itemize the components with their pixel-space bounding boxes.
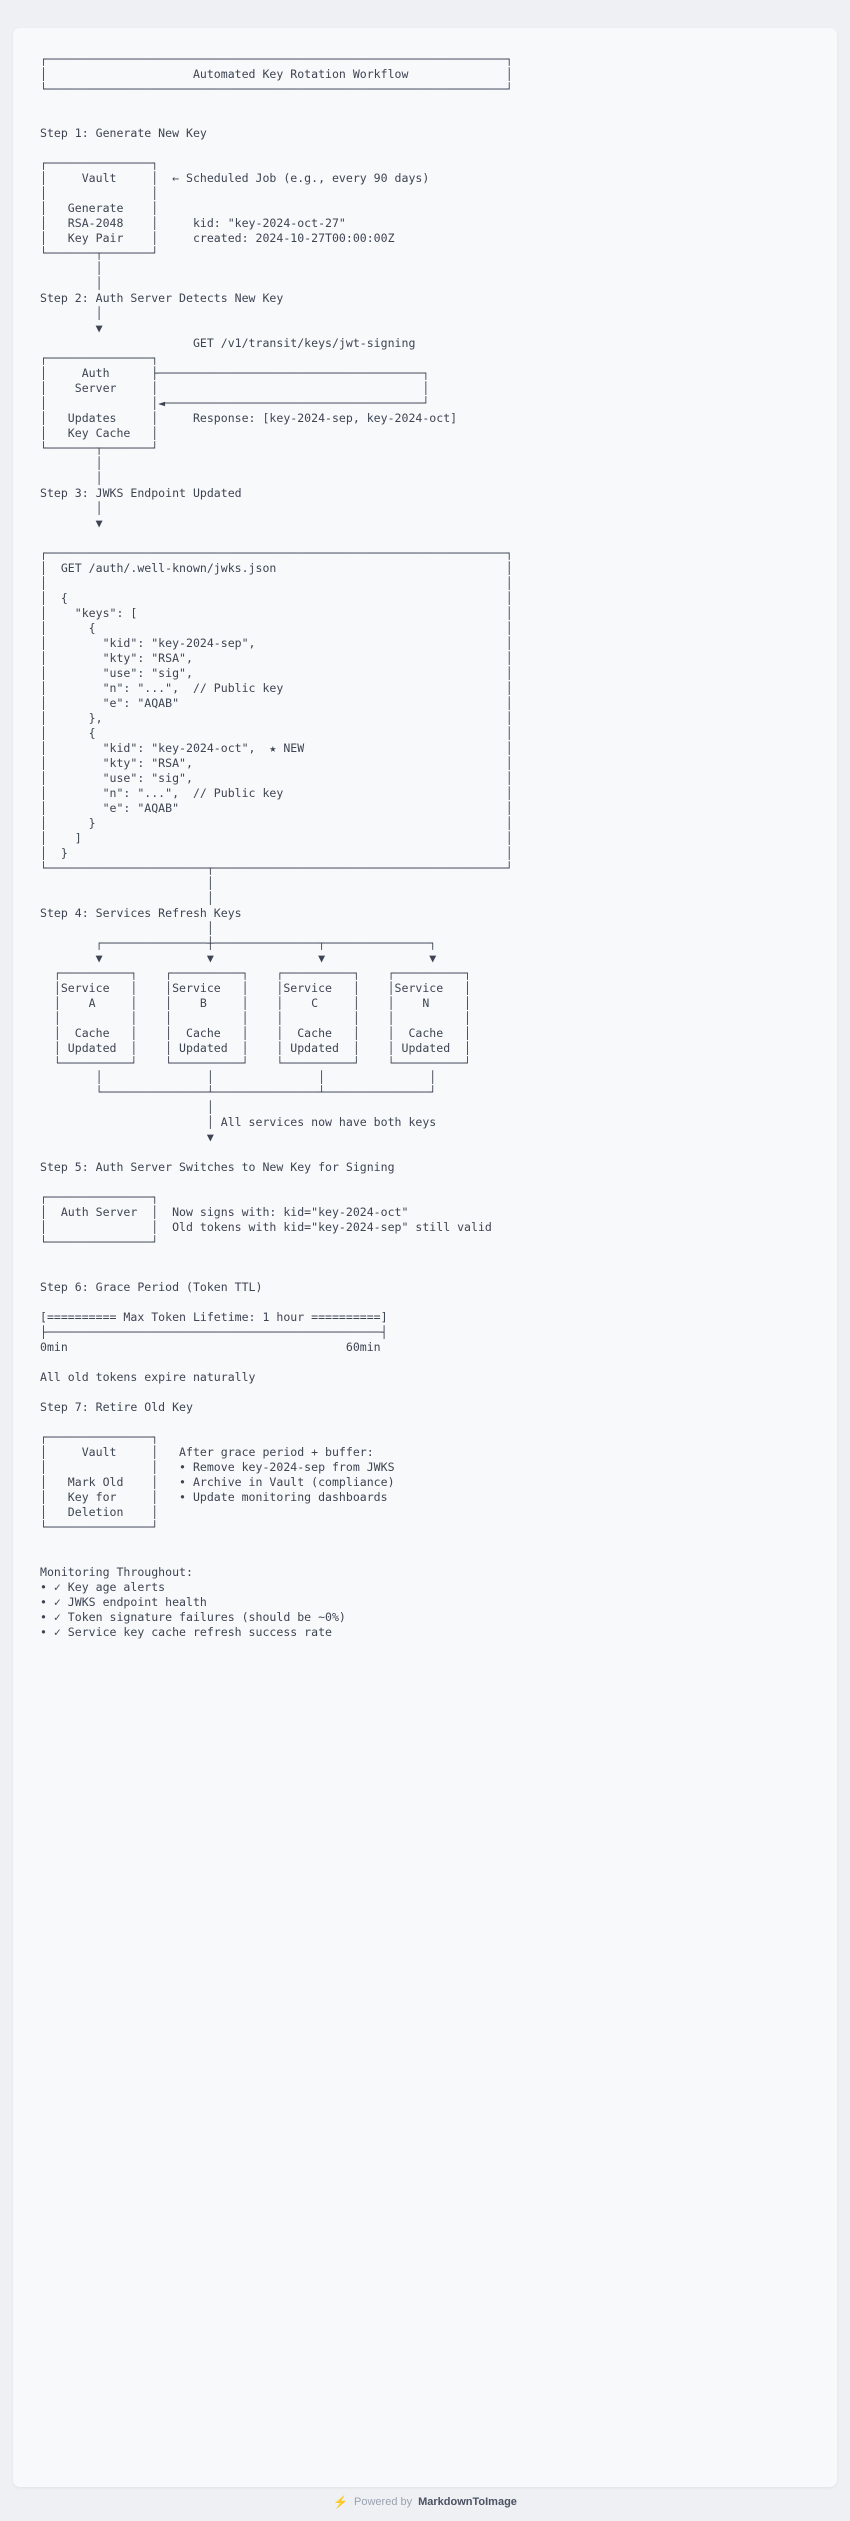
lightning-bolt-icon: ⚡ (333, 2495, 349, 2509)
footer-brand-label: MarkdownToImage (418, 2496, 517, 2508)
diagram-card: ┌───────────────────────────────────────… (13, 28, 837, 2487)
ascii-diagram: ┌───────────────────────────────────────… (40, 51, 513, 1639)
footer-powered-by-label: Powered by (354, 2496, 413, 2508)
footer: ⚡ Powered by MarkdownToImage (0, 2489, 850, 2515)
